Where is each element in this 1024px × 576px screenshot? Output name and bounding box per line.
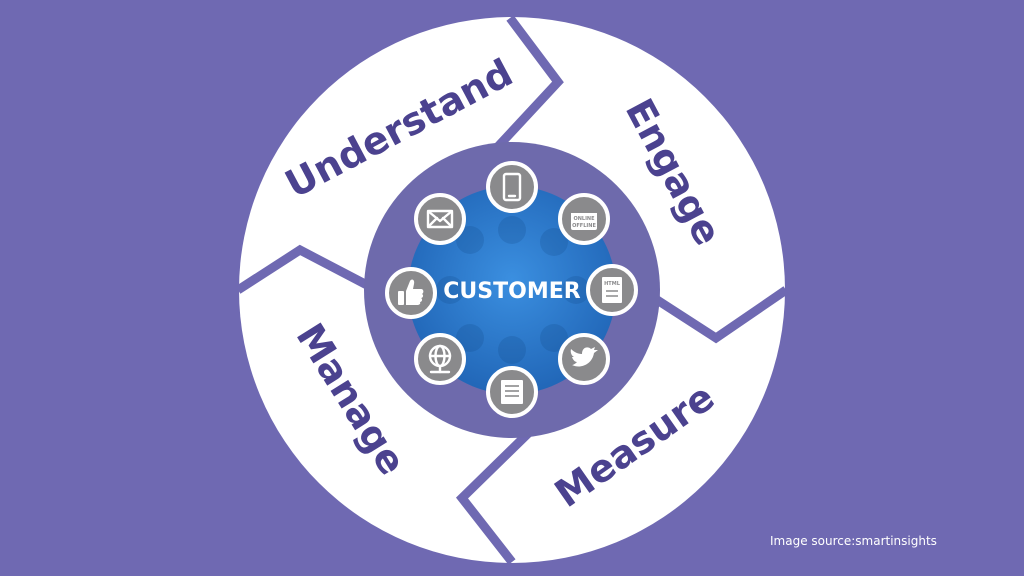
svg-text:HTML: HTML — [604, 281, 621, 287]
globe-network-icon — [414, 333, 466, 385]
customer-photo-mosaic — [436, 216, 590, 364]
divider-bottom — [455, 410, 552, 565]
twitter-icon — [558, 333, 610, 385]
html-page-icon: HTML — [586, 264, 638, 316]
image-source-caption: Image source:smartinsights — [770, 534, 937, 548]
divider-top — [474, 15, 564, 172]
svg-text:ONLINE: ONLINE — [573, 216, 595, 222]
email-icon — [414, 193, 466, 245]
online-offline-icon: ONLINE OFFLINE — [558, 193, 610, 245]
center-label: CUSTOMER — [443, 279, 580, 304]
svg-text:OFFLINE: OFFLINE — [572, 223, 596, 229]
divider-left — [235, 244, 391, 300]
thumbs-up-icon — [385, 267, 437, 319]
customer-circle — [408, 186, 616, 394]
divider-right — [631, 281, 789, 344]
mobile-icon — [486, 161, 538, 213]
document-icon — [486, 366, 538, 418]
segment-dividers — [235, 15, 789, 565]
